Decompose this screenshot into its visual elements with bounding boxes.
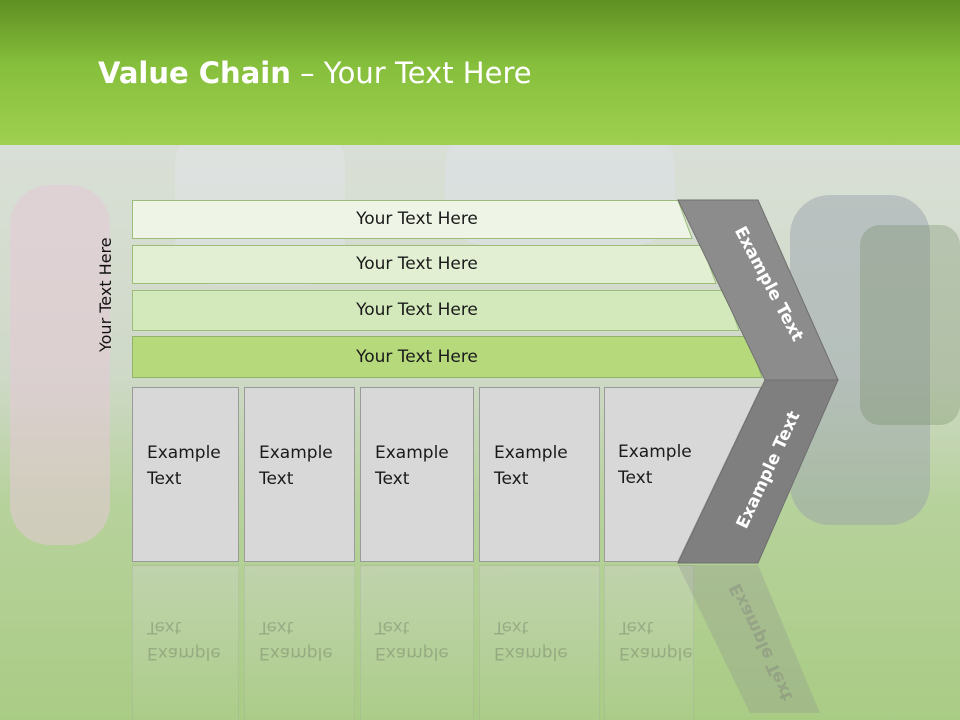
photo-girl <box>10 185 110 545</box>
reflection-text: Example Text <box>259 617 333 663</box>
reflection-box-1: Example Text <box>132 565 239 720</box>
reflection-text: Example Text <box>375 617 449 663</box>
bar-label: Your Text Here <box>356 254 478 274</box>
title-bold: Value Chain <box>98 56 291 90</box>
example-box-4: Example Text <box>479 387 600 562</box>
reflection-text: Example Text <box>494 617 568 663</box>
photo-hedge <box>860 225 960 425</box>
example-box-1: Example Text <box>132 387 239 562</box>
bar-label: Your Text Here <box>356 209 478 229</box>
reflection-box-4: Example Text <box>479 565 600 720</box>
bar-label: Your Text Here <box>356 300 478 320</box>
chevron-reflection <box>678 565 820 713</box>
reflection-box-2: Example Text <box>244 565 355 720</box>
bar-shape <box>132 290 740 331</box>
box-text: Example Text <box>494 443 568 489</box>
bar-shape <box>132 336 763 378</box>
reflection-box-5: Example Text <box>604 565 694 720</box>
title-rest: – Your Text Here <box>290 56 532 90</box>
header-band <box>0 0 960 145</box>
example-box-2: Example Text <box>244 387 355 562</box>
box-text: Example Text <box>259 443 333 489</box>
bar-shape <box>132 200 693 239</box>
reflection-text: Example Text <box>147 617 221 663</box>
bar-shape <box>132 245 717 284</box>
bar-label: Your Text Here <box>356 347 478 367</box>
box-text: Example Text <box>147 443 221 489</box>
box-text: Example Text <box>375 443 449 489</box>
chevron-arrow <box>677 199 839 564</box>
slide-title: Value Chain – Your Text Here <box>98 56 532 90</box>
box-text: Example Text <box>618 442 692 488</box>
reflection-box-3: Example Text <box>360 565 474 720</box>
side-label-text: Your Text Here <box>96 237 115 352</box>
example-box-3: Example Text <box>360 387 474 562</box>
box-shape <box>604 387 762 562</box>
example-box-5: Example Text <box>604 387 764 562</box>
